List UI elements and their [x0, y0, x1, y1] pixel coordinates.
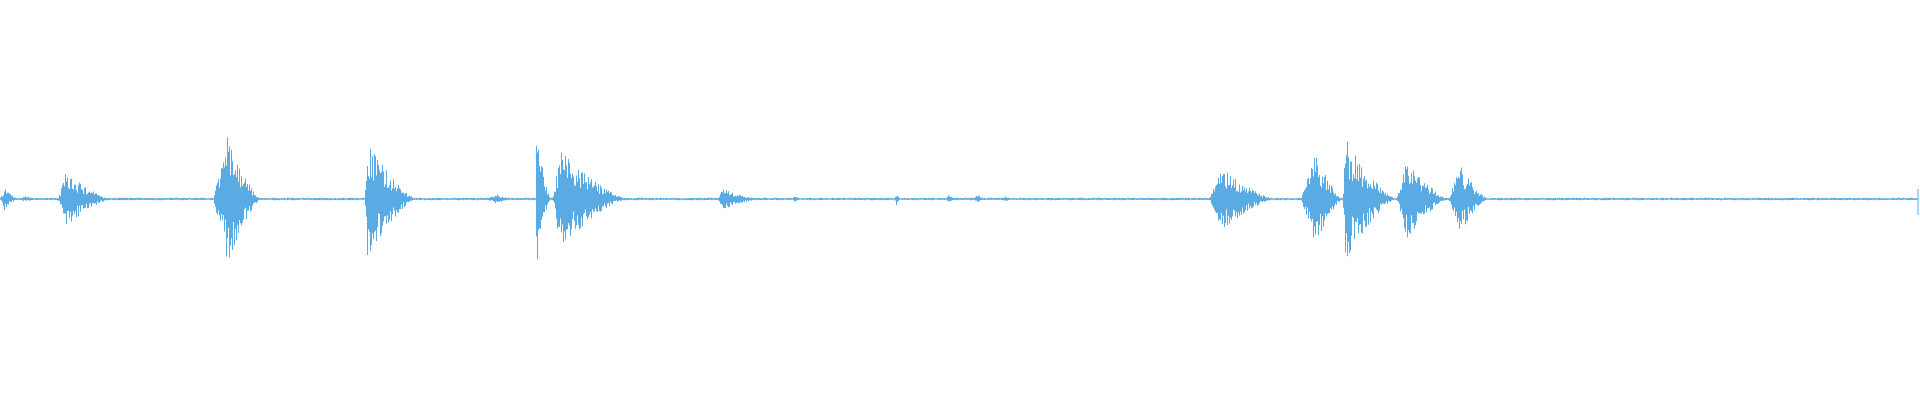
waveform-channel: [0, 137, 1919, 260]
